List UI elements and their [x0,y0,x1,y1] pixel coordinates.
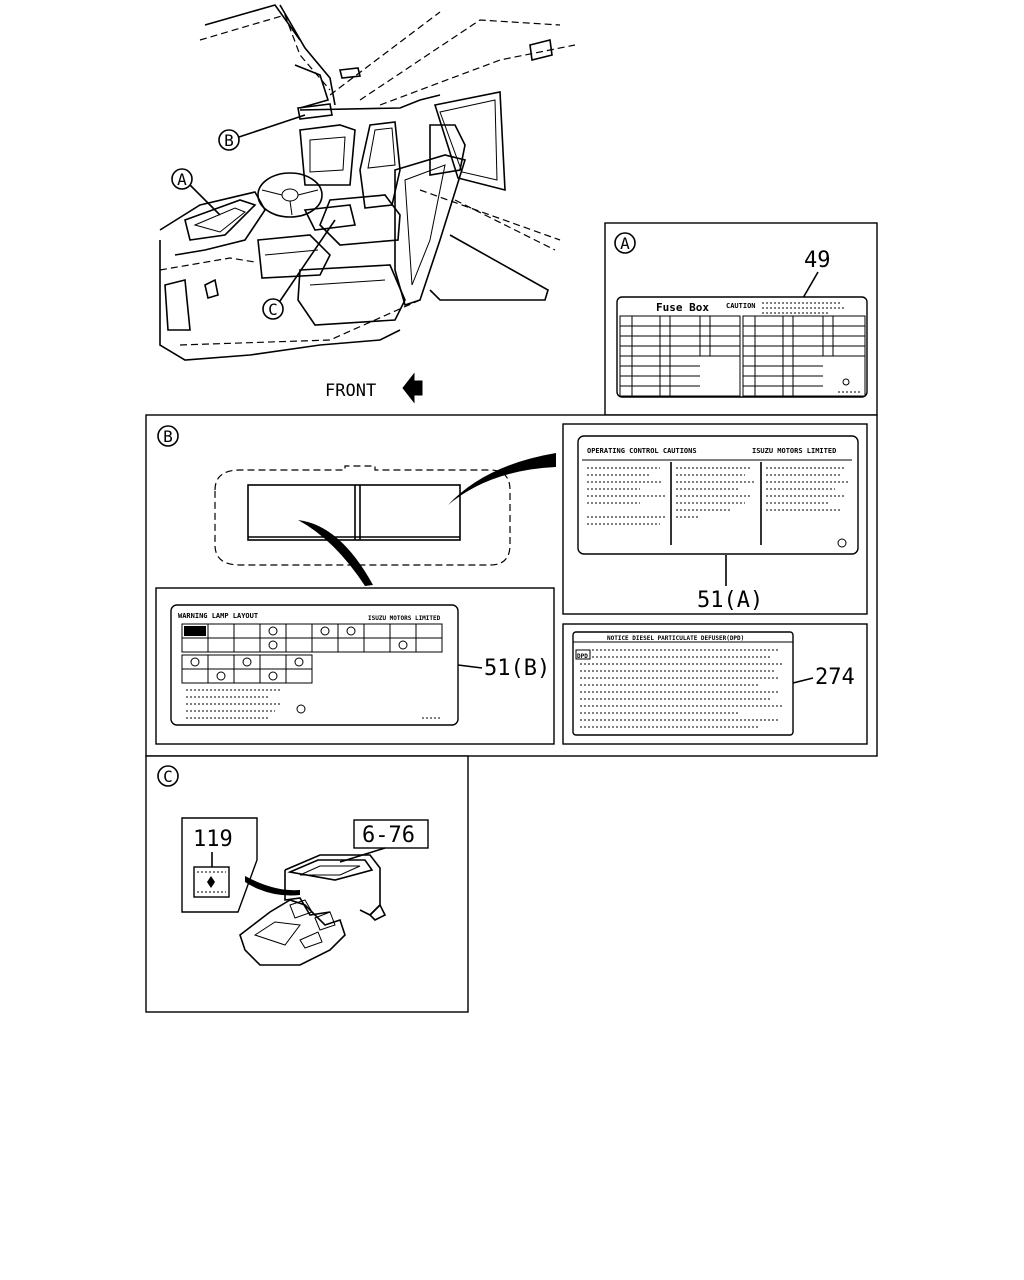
part-number-119: 119 [193,827,233,852]
warning-lamp-grid [181,623,443,684]
part-676-reference: 6-76 [339,819,429,863]
operating-label-title: OPERATING CONTROL CAUTIONS [587,447,697,455]
section-b-tag: B [163,427,173,446]
operating-label-maker: ISUZU MOTORS LIMITED [752,447,836,455]
fuse-box-caution: CAUTION [726,302,756,310]
front-direction-indicator: FRONT [325,372,423,404]
part-number-6-76: 6-76 [362,823,415,848]
notice-label-tag: DPD [577,653,588,660]
callout-b-pointer: B [218,114,306,151]
section-b-panel: B OPERATING CONTROL CAUTIONS ISUZU MOTOR… [145,414,878,757]
callout-c-pointer: C [262,219,336,320]
front-label: FRONT [325,381,376,401]
center-console-drawing [239,854,387,966]
fuse-grid-left [619,315,741,397]
part-number-274: 274 [815,665,855,690]
part-number-49: 49 [804,248,831,273]
operating-control-label-panel: OPERATING CONTROL CAUTIONS ISUZU MOTORS … [562,423,868,615]
notice-label-title: NOTICE DIESEL PARTICULATE DEFUSER(DPD) [607,635,744,642]
section-c-panel: C 119 6-76 [145,755,469,1013]
label-119-detail: 119 [181,817,300,913]
callout-a-letter: A [177,170,187,189]
callout-a-pointer: A [171,168,221,216]
callout-b-letter: B [224,131,234,150]
part-number-51b: 51(B) [484,656,550,681]
fuse-box-title: Fuse Box [656,301,709,314]
notice-dpd-label-panel: NOTICE DIESEL PARTICULATE DEFUSER(DPD) D… [562,623,868,745]
warning-lamp-label-panel: WARNING LAMP LAYOUT ISUZU MOTORS LIMITED [155,587,555,745]
section-a-tag: A [620,234,630,253]
section-a-panel: A 49 Fuse Box CAUTION [604,222,878,416]
fuse-grid-right [742,315,866,397]
cab-interior-illustration [159,4,576,361]
section-c-tag: C [163,767,173,786]
part-number-51a: 51(A) [697,588,763,613]
warning-label-maker: ISUZU MOTORS LIMITED [368,615,441,622]
callout-c-letter: C [268,300,278,319]
front-arrow-icon [402,372,423,404]
warning-label-title: WARNING LAMP LAYOUT [178,612,258,620]
overhead-console-view [214,453,556,586]
